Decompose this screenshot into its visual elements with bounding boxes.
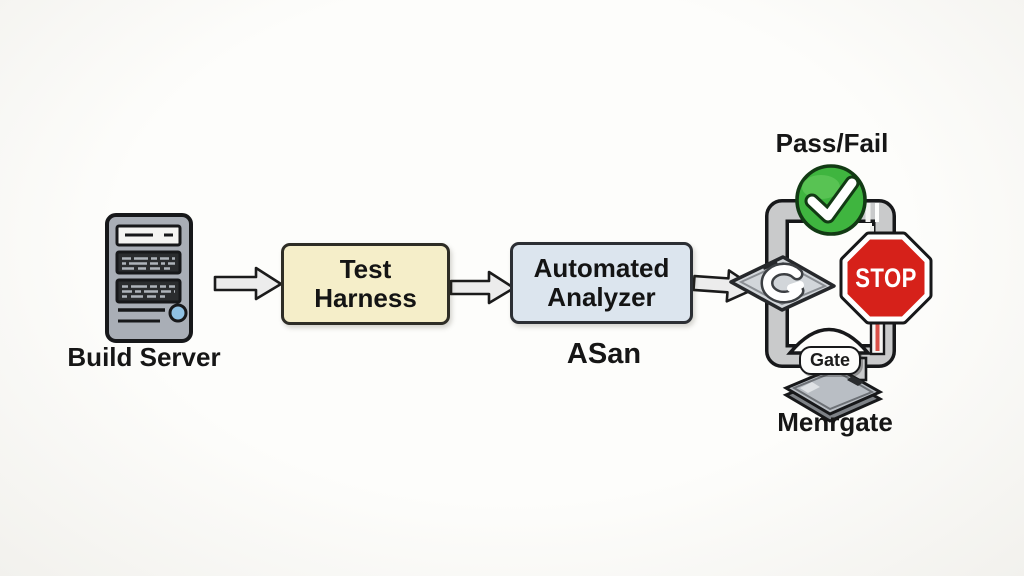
test-harness-node: Test Harness bbox=[281, 243, 450, 325]
arrow-build-to-test bbox=[213, 266, 283, 301]
merge-gate-label: Menrgate bbox=[777, 407, 893, 437]
gate-pill-label: Gate bbox=[799, 346, 861, 375]
test-harness-label: Test Harness bbox=[314, 253, 417, 313]
server-icon bbox=[105, 213, 193, 343]
pass-fail-label: Pass/Fail bbox=[775, 128, 889, 158]
server-led bbox=[168, 303, 188, 323]
automated-analyzer-node: Automated Analyzer bbox=[510, 242, 693, 324]
build-server-label: Build Server bbox=[67, 342, 221, 372]
automated-analyzer-label: Automated Analyzer bbox=[533, 252, 670, 312]
arrow-test-to-analyzer bbox=[449, 270, 516, 305]
pass-check-icon bbox=[795, 164, 867, 236]
asan-label: ASan bbox=[566, 338, 642, 370]
decision-diamond-icon bbox=[729, 255, 836, 312]
stop-sign-text: STOP bbox=[855, 262, 917, 293]
stop-sign-icon bbox=[839, 231, 933, 325]
